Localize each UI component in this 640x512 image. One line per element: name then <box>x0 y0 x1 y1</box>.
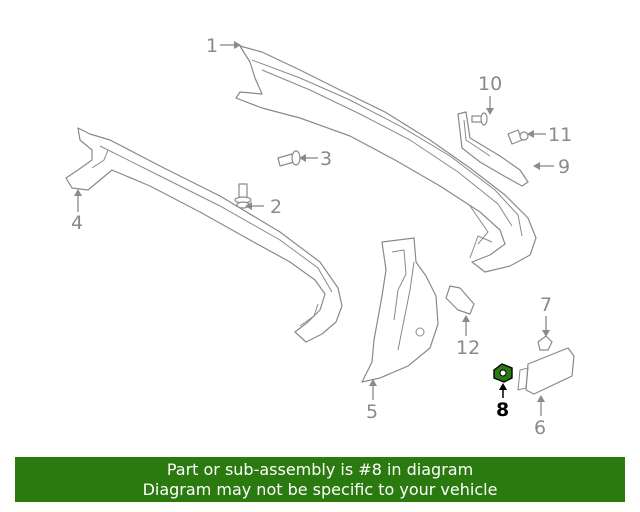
parts-diagram: 1 2 3 4 5 6 7 8 9 10 11 12 <box>65 35 575 439</box>
callout-2[interactable]: 2 <box>270 196 282 218</box>
callout-12[interactable]: 12 <box>456 337 480 359</box>
leader-lines <box>74 41 554 416</box>
callout-4[interactable]: 4 <box>71 212 83 234</box>
part-11-clip[interactable] <box>507 129 529 145</box>
part-12-bracket[interactable] <box>445 285 475 315</box>
callout-5[interactable]: 5 <box>366 401 378 423</box>
part-4-reinforcement[interactable] <box>65 127 343 343</box>
part-3-screw[interactable] <box>277 150 301 167</box>
part-1-bumper-cover[interactable] <box>235 45 537 273</box>
callout-7[interactable]: 7 <box>540 294 552 316</box>
banner-line-2: Diagram may not be specific to your vehi… <box>142 480 498 499</box>
callout-6[interactable]: 6 <box>534 417 546 439</box>
part-10-screw[interactable] <box>471 112 488 126</box>
callout-1[interactable]: 1 <box>206 35 218 57</box>
part-2-bolt[interactable] <box>234 183 252 209</box>
callout-8[interactable]: 8 <box>496 399 509 421</box>
callout-3[interactable]: 3 <box>320 148 332 170</box>
banner-line-1: Part or sub-assembly is #8 in diagram <box>166 460 474 479</box>
callout-9[interactable]: 9 <box>558 156 570 178</box>
leader-8 <box>499 383 507 398</box>
part-7-clip[interactable] <box>537 335 553 351</box>
part-8-nut-highlighted[interactable] <box>493 363 513 383</box>
info-banner: Part or sub-assembly is #8 in diagram Di… <box>15 457 625 502</box>
part-5-bracket[interactable] <box>361 237 439 383</box>
part-6-reflector[interactable] <box>517 347 575 395</box>
callout-10[interactable]: 10 <box>478 73 502 95</box>
part-9-bracket[interactable] <box>457 111 529 187</box>
callout-11[interactable]: 11 <box>548 124 572 146</box>
